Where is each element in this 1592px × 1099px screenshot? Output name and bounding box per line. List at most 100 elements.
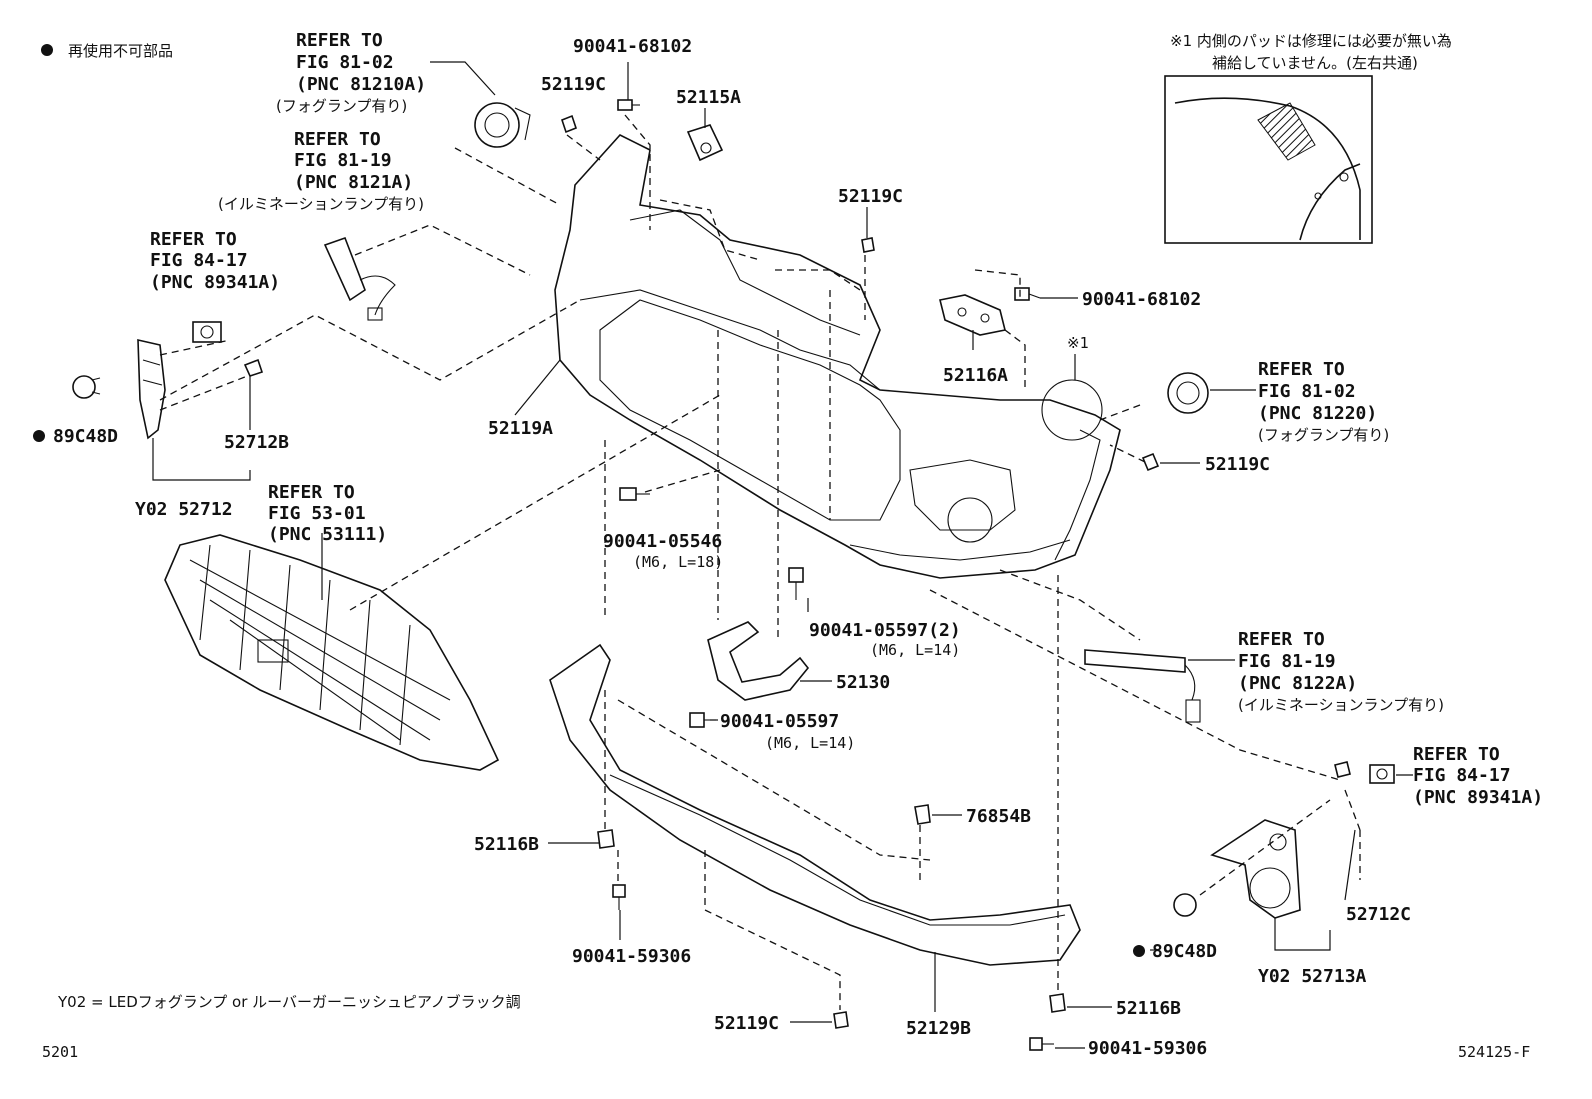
bolt-90041-05597-2-icon — [788, 567, 804, 600]
ref-sensor-right-line-1: REFER TO — [1413, 744, 1500, 765]
ref-illum-right-line-3: (PNC 8122A) — [1238, 673, 1357, 694]
footer: Y02 = LEDフォグランプ or ルーバーガーニッシュピアノブラック調 52… — [42, 993, 1530, 1061]
clip-52119c-mid-icon — [861, 237, 875, 253]
page-number-right: 524125-F — [1458, 1043, 1530, 1061]
part-52115a: 52115A — [676, 87, 741, 108]
leader-lines — [152, 61, 1413, 1049]
clip-52119c-right-icon — [1141, 452, 1160, 472]
part-89c48d-right: 89C48D — [1133, 941, 1217, 962]
ref-fog-right-line-2: FIG 81-02 — [1258, 381, 1356, 402]
ref-fog-left: REFER TO FIG 81-02 (PNC 81210A) (フォグランプ有… — [276, 30, 426, 115]
grille — [164, 534, 500, 771]
page-number-left: 5201 — [42, 1043, 78, 1061]
retainer-52116b-left-icon — [597, 829, 615, 849]
spoiler-inner-line — [609, 774, 1066, 926]
part-52119a: 52119A — [488, 418, 553, 439]
clip-76854b-icon — [914, 804, 931, 825]
ref-illum-left: REFER TO FIG 81-19 (PNC 8121A) (イルミネーション… — [218, 129, 424, 213]
bumper-fog-hole — [947, 497, 993, 543]
ref-illum-left-line-4: (イルミネーションランプ有り) — [218, 195, 424, 213]
inset-clip-hole-2 — [1314, 192, 1322, 200]
part-52119c-right: 52119C — [1205, 454, 1270, 475]
y02-note: Y02 = LEDフォグランプ or ルーバーガーニッシュピアノブラック調 — [57, 993, 521, 1011]
part-y02-52713a: Y02 52713A — [1258, 966, 1367, 987]
part-52712c: 52712C — [1346, 904, 1411, 925]
sensor-right-icon — [1369, 764, 1395, 784]
screw-90041-68102-right-icon — [1014, 287, 1041, 301]
bumper-cover: ※1 — [554, 134, 1121, 579]
bezel-left-icon — [137, 338, 166, 440]
grommet-89c48d-left-icon — [72, 375, 101, 399]
ref-sensor-left-line-2: FIG 84-17 — [150, 250, 248, 271]
grille-outline — [164, 534, 500, 771]
grille-emblem-mount — [257, 639, 289, 663]
ref-fog-left-line-2: FIG 81-02 — [296, 52, 394, 73]
ref-grille-line-1: REFER TO — [268, 482, 355, 503]
part-y02-52712: Y02 52712 — [135, 499, 233, 520]
ref-fog-left-line-1: REFER TO — [296, 30, 383, 51]
part-52119c-mid: 52119C — [838, 186, 903, 207]
small-parts — [72, 99, 1395, 1051]
grille-mesh-2 — [199, 544, 411, 746]
part-89c48d-left: 89C48D — [33, 426, 118, 447]
bracket-52130-outline — [707, 621, 810, 701]
part-90041-05546: 90041-05546 — [603, 531, 722, 552]
bumper-top-bracket — [629, 209, 861, 336]
legend: 再使用不可部品 — [41, 42, 173, 60]
ref-sensor-left-line-1: REFER TO — [150, 229, 237, 250]
illum-lamp-right-icon — [1084, 649, 1201, 723]
bumper-corner-pocket — [909, 459, 1016, 531]
sensor-left-icon — [192, 321, 222, 343]
ref-fog-right-line-3: (PNC 81220) — [1258, 403, 1377, 424]
note-line-1: ※1 内側のパッドは修理には必要が無い為 — [1170, 32, 1452, 50]
bracket-52130 — [707, 621, 810, 701]
screw-90041-59306-right-icon — [1029, 1037, 1054, 1051]
ref-fog-right: REFER TO FIG 81-02 (PNC 81220) (フォグランプ有り… — [1258, 359, 1389, 444]
note-line-2: 補給していません。(左右共通) — [1212, 54, 1418, 72]
part-52129b: 52129B — [906, 1018, 971, 1039]
ref-illum-right-line-1: REFER TO — [1238, 629, 1325, 650]
clip-52119c-top-icon — [561, 114, 577, 134]
ref-fog-right-line-4: (フォグランプ有り) — [1258, 426, 1389, 444]
spoiler-outline — [549, 643, 1081, 966]
fog-lamp-right-icon — [1167, 372, 1209, 414]
part-52116b-right: 52116B — [1116, 998, 1181, 1019]
part-90041-68102-top: 90041-68102 — [573, 36, 692, 57]
part-90041-05597-2: 90041-05597(2) — [809, 620, 961, 641]
ref-sensor-left-line-3: (PNC 89341A) — [150, 272, 280, 293]
part-90041-05546-spec: (M6, L=18) — [633, 553, 723, 571]
part-76854b: 76854B — [966, 806, 1031, 827]
bumper-upper-crease — [579, 289, 881, 391]
lower-spoiler — [549, 643, 1081, 966]
part-90041-05597-2-spec: (M6, L=14) — [870, 641, 960, 659]
part-90041-59306-right: 90041-59306 — [1088, 1038, 1207, 1059]
detail-1-marker-circle — [1041, 379, 1103, 441]
ref-sensor-right-line-2: FIG 84-17 — [1413, 765, 1511, 786]
bumper-opening — [599, 299, 901, 521]
part-52130: 52130 — [836, 672, 890, 693]
ref-fog-left-line-4: (フォグランプ有り) — [276, 97, 407, 115]
bumper-cover-outline — [554, 134, 1121, 579]
inset-clip-hole — [1339, 172, 1349, 182]
ref-illum-right: REFER TO FIG 81-19 (PNC 8122A) (イルミネーション… — [1238, 629, 1444, 714]
part-52116b-left: 52116B — [474, 834, 539, 855]
screw-90041-59306-left-icon — [612, 884, 626, 910]
ref-illum-right-line-4: (イルミネーションランプ有り) — [1238, 696, 1444, 714]
part-52116a: 52116A — [943, 365, 1008, 386]
part-90041-05597: 90041-05597 — [720, 711, 839, 732]
grille-mesh-1 — [189, 559, 451, 741]
clip-right-top-icon — [1334, 761, 1351, 778]
ref-fog-left-line-3: (PNC 81210A) — [296, 74, 426, 95]
bumper-lower-edge — [849, 539, 1071, 561]
ref-grille: REFER TO FIG 53-01 (PNC 53111) — [268, 482, 387, 545]
bolt-90041-05546-icon — [619, 487, 650, 501]
non-reusable-bullet-icon — [33, 430, 45, 442]
part-90041-59306-left: 90041-59306 — [572, 946, 691, 967]
part-89c48d-left-label: 89C48D — [53, 426, 118, 447]
ref-illum-left-line-1: REFER TO — [294, 129, 381, 150]
part-labels: 90041-68102 52119C 52115A 52119C 90041-6… — [33, 36, 1411, 1059]
inset-pad-hatch — [1257, 102, 1316, 161]
retainer-52116a-icon — [939, 294, 1006, 336]
ref-fog-right-line-1: REFER TO — [1258, 359, 1345, 380]
